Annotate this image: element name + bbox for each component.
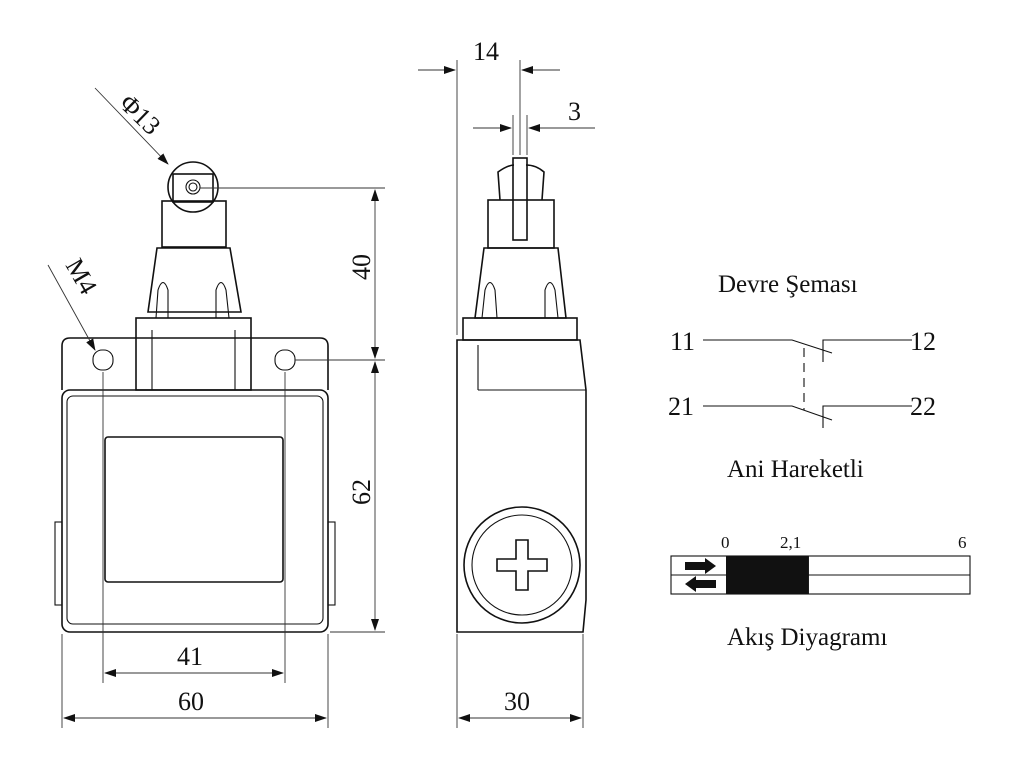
side-body — [456, 339, 587, 633]
dim-actuator-height: 40 — [347, 254, 376, 280]
front-view — [54, 161, 336, 633]
contact-closed-range — [726, 556, 809, 594]
lever — [512, 157, 528, 241]
terminal-11: 11 — [670, 327, 695, 356]
dim-thread: M4 — [60, 254, 103, 300]
arrow-left-icon — [685, 576, 716, 592]
arrow-right-icon — [685, 558, 716, 574]
cross-icon — [496, 539, 548, 591]
roller — [167, 161, 219, 213]
flow-title: Akış Diyagramı — [727, 624, 887, 651]
cover-window — [104, 436, 284, 583]
dim-hole-spacing: 41 — [177, 642, 203, 671]
side-view — [456, 157, 587, 633]
tick-2-1: 2,1 — [780, 533, 801, 552]
actuator-cone — [147, 247, 242, 313]
dim-lever: 3 — [568, 97, 581, 126]
side-dimensions: 14 3 30 — [418, 37, 595, 728]
screw-cap — [463, 506, 581, 624]
dim-offset: 14 — [473, 37, 499, 66]
dim-body-height: 62 — [347, 479, 376, 505]
body-housing — [61, 389, 329, 633]
terminal-21: 21 — [668, 392, 694, 421]
tick-6: 6 — [958, 533, 967, 552]
circuit-type-label: Ani Hareketli — [727, 456, 864, 483]
dim-width: 60 — [178, 687, 204, 716]
tick-0: 0 — [721, 533, 730, 552]
plunger — [161, 200, 227, 248]
mount-hole-right — [274, 349, 296, 371]
dim-depth: 30 — [504, 687, 530, 716]
mount-hole-left — [92, 349, 114, 371]
terminal-22: 22 — [910, 392, 936, 421]
circuit-title: Devre Şeması — [718, 271, 858, 298]
flow-diagram: 0 2,1 6 Akış Diyagramı — [670, 533, 971, 651]
terminal-12: 12 — [910, 327, 936, 356]
circuit-diagram: Devre Şeması 11 12 21 22 Ani Hareketli — [668, 271, 936, 483]
dim-roller-diameter: Φ13 — [114, 88, 167, 140]
